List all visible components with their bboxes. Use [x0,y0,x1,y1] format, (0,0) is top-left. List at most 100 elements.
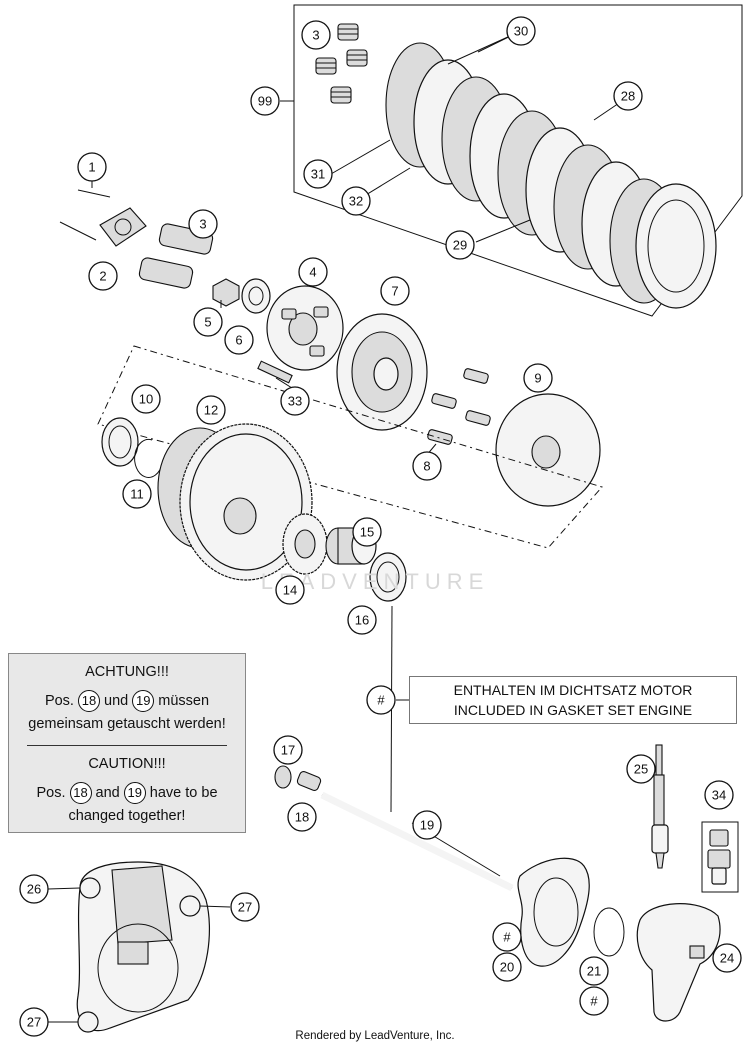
kit-springs [315,23,368,104]
thrust-washer [101,417,139,467]
callout-8: 8 [412,451,442,481]
warning-line-en-1: Pos. 18 and 19 have to be [9,782,245,804]
ref-19-en: 19 [123,782,146,804]
callout-20-hash: # [492,922,522,952]
svg-text:12: 12 [204,403,218,418]
warning-title-en: CAUTION!!! [88,756,166,772]
svg-text:5: 5 [204,315,211,330]
callout-5: 5 [193,307,223,337]
callout-32: 32 [341,186,371,216]
shaft-seal [274,765,292,789]
callout-12: 12 [196,395,226,425]
warning-divider [27,745,227,746]
svg-text:99: 99 [258,94,272,109]
spacer-washer [369,552,407,602]
svg-text:27: 27 [27,1015,41,1030]
damper-rubbers [427,368,491,445]
svg-text:9: 9 [534,371,541,386]
svg-text:30: 30 [514,24,528,39]
svg-text:6: 6 [235,333,242,348]
callout-31: 31 [303,159,333,189]
svg-text:11: 11 [130,487,144,502]
bolts-and-plate [59,189,147,247]
callout-10: 10 [131,384,161,414]
callout-29: 29 [445,230,475,260]
footer-credit: Rendered by LeadVenture, Inc. [295,1030,455,1042]
svg-text:14: 14 [283,583,297,598]
svg-text:28: 28 [621,89,635,104]
gasket-note-de: ENTHALTEN IM DICHTSATZ MOTOR [453,682,693,698]
svg-text:4: 4 [309,265,316,280]
svg-text:29: 29 [453,238,467,253]
callout-1: 1 [77,152,107,182]
pressure-plate [266,285,344,371]
callout-17: 17 [273,735,303,765]
ref-19-de: 19 [132,690,155,712]
push-rod-sleeve [296,771,322,791]
svg-text:3: 3 [312,28,319,43]
ref-18-en: 18 [69,782,92,804]
svg-text:33: 33 [288,394,302,409]
callout-18-diagram: 18 [287,802,317,832]
svg-text:21: 21 [587,964,601,979]
callout-21-hash: # [579,986,609,1016]
warning-line-de-2: gemeinsam getauscht werden! [28,716,226,732]
callout-19: 19 [412,810,442,840]
nut [212,278,240,307]
svg-text:7: 7 [391,284,398,299]
cover-gasket [517,857,590,967]
slave-cylinder [636,903,721,1022]
svg-text:19: 19 [420,818,434,833]
bleeder-valve [651,744,669,869]
washer [241,278,271,314]
callout-27a: 27 [230,892,260,922]
svg-text:31: 31 [311,167,325,182]
callout-27b: 27 [19,1007,49,1037]
svg-text:18: 18 [295,810,309,825]
warning-line-en-2: changed together! [68,808,186,824]
circlip [134,438,163,478]
callout-30: 30 [506,16,536,46]
inner-clutch-hub [336,313,428,431]
svg-text:16: 16 [355,613,369,628]
svg-text:20: 20 [500,960,514,975]
svg-text:10: 10 [139,392,153,407]
callout-33: 33 [280,386,310,416]
callout-6: 6 [224,325,254,355]
svg-text:32: 32 [349,194,363,209]
svg-text:34: 34 [712,788,726,803]
clutch-disc-stack [385,42,717,309]
svg-text:#: # [377,693,385,708]
callout-26: 26 [19,874,49,904]
callout-28: 28 [613,81,643,111]
svg-text:15: 15 [360,525,374,540]
svg-text:3: 3 [199,217,206,232]
callout-3a: 3 [188,209,218,239]
svg-text:8: 8 [423,459,430,474]
svg-text:24: 24 [720,951,734,966]
svg-text:1: 1 [88,160,95,175]
svg-text:27: 27 [238,900,252,915]
callout-16: 16 [347,605,377,635]
callout-hash-note: # [366,685,396,715]
svg-text:#: # [503,930,511,945]
callout-24: 24 [712,943,742,973]
callout-11: 11 [122,479,152,509]
bleeder-kit [701,821,739,893]
callout-14: 14 [275,575,305,605]
callout-9: 9 [523,363,553,393]
ref-18-de: 18 [77,690,100,712]
o-ring [593,907,625,957]
svg-text:25: 25 [634,762,648,777]
callout-21: 21 [579,956,609,986]
warning-title-de: ACHTUNG!!! [85,664,169,680]
warning-line-de-1: Pos. 18 und 19 müssen [9,690,245,712]
gasket-note-en: INCLUDED IN GASKET SET ENGINE [453,702,693,718]
callout-7: 7 [380,276,410,306]
clutch-cover [76,861,211,1033]
gasket-set-note: ENTHALTEN IM DICHTSATZ MOTOR INCLUDED IN… [409,676,737,724]
callout-15: 15 [352,517,382,547]
svg-text:#: # [590,994,598,1009]
callout-3b: 3 [301,20,331,50]
